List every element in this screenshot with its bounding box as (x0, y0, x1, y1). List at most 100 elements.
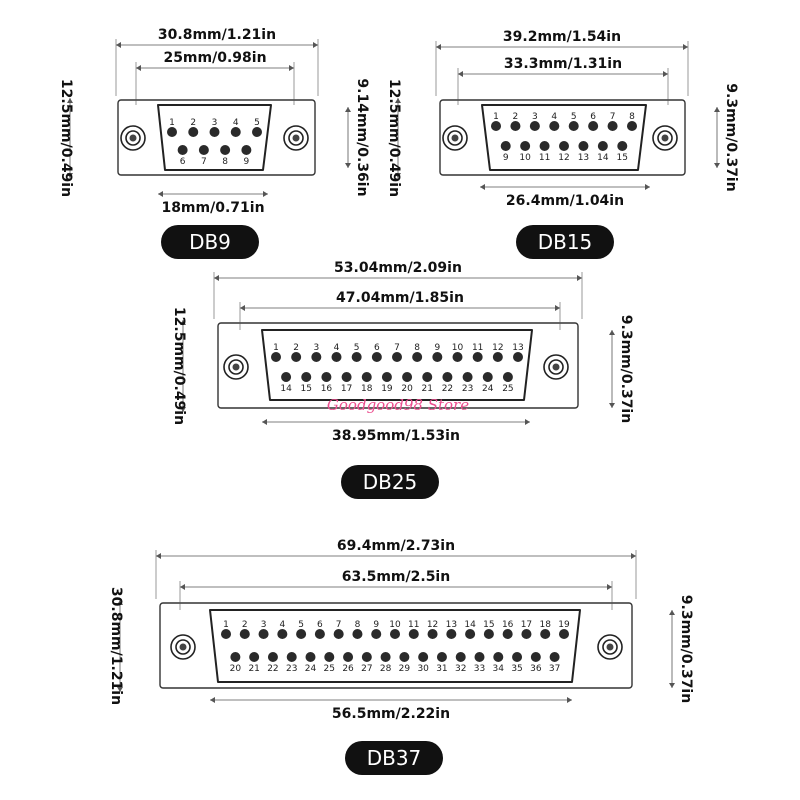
pin-label: 21 (248, 664, 259, 674)
pin (167, 127, 177, 137)
pin (539, 141, 550, 151)
pin (512, 652, 523, 662)
dim-height-right-db37-arrow-bottom (669, 683, 675, 688)
dim-height-right-db15-label: 9.3mm/0.37in (723, 83, 739, 191)
pin-label: 14 (597, 153, 609, 163)
mounting-hole-db9-1 (120, 125, 146, 151)
dim-height-right-db25-arrow-top (609, 330, 615, 335)
pin (462, 372, 473, 382)
pin (267, 652, 278, 662)
dim-shell-db37-label: 63.5mm/2.5in (342, 569, 450, 585)
dim-shell-db9-arrow-right (289, 65, 294, 71)
dim-arrow-right (263, 191, 268, 197)
dim-height-right-db25: 9.3mm/0.37in (609, 315, 634, 423)
dim-height-left-db25-arrow-top (180, 320, 186, 325)
pin-label: 15 (617, 153, 628, 163)
dim-shell-bottom-db37: 56.5mm/2.22in (210, 697, 572, 722)
pin (343, 652, 354, 662)
pin-label: 5 (298, 620, 304, 630)
badge-db15: DB15 (516, 225, 614, 259)
dim-height-right-db9-label: 9.14mm/0.36in (354, 78, 370, 196)
dim-height-left-db15: 12.5mm/0.49in (386, 79, 402, 197)
pin-label: 16 (321, 384, 333, 394)
pin (324, 652, 335, 662)
pin (520, 141, 531, 151)
pin (399, 652, 410, 662)
dim-shell-db9-arrow-left (136, 65, 141, 71)
pin-label: 33 (474, 664, 485, 674)
pin-label: 30 (417, 664, 429, 674)
pin-label: 15 (483, 620, 494, 630)
pin-label: 35 (511, 664, 522, 674)
pin-label: 10 (519, 153, 531, 163)
pin (281, 372, 292, 382)
pin-label: 3 (212, 118, 218, 128)
pin (230, 652, 241, 662)
dim-shell-bottom-label: 26.4mm/1.04in (506, 193, 624, 209)
pin-label: 4 (334, 343, 340, 353)
pin-label: 1 (169, 118, 175, 128)
pin-label: 5 (254, 118, 260, 128)
mounting-hole-db37-1 (170, 634, 196, 660)
pin-label: 4 (551, 112, 557, 122)
pin (452, 352, 463, 362)
pin-label: 13 (512, 343, 523, 353)
dim-height-left-db37: 30.8mm/1.21in (108, 587, 124, 705)
pin (492, 352, 503, 362)
pin-label: 10 (389, 620, 401, 630)
pin-label: 24 (482, 384, 494, 394)
badge-label: DB9 (189, 230, 231, 254)
pin-label: 17 (341, 384, 352, 394)
dim-height-right-db9-arrow-top (345, 107, 351, 112)
pin (436, 652, 447, 662)
pin-label: 15 (301, 384, 312, 394)
dim-height-left-db25-label: 12.5mm/0.49in (171, 307, 187, 425)
pin (361, 652, 372, 662)
dim-overall-db25-arrow-right (577, 275, 582, 281)
pin-label: 3 (313, 343, 319, 353)
pin (198, 145, 209, 155)
pin-label: 2 (242, 620, 248, 630)
dim-overall-db37-label: 69.4mm/2.73in (337, 538, 455, 554)
pin-label: 2 (513, 112, 519, 122)
badge-label: DB25 (363, 470, 418, 494)
shell-db25 (261, 329, 533, 401)
pin-label: 24 (305, 664, 317, 674)
dim-height-left-db9-arrow-top (67, 98, 73, 103)
pin-label: 8 (222, 157, 228, 167)
pin-label: 22 (442, 384, 453, 394)
dim-overall-db15-label: 39.2mm/1.54in (503, 29, 621, 45)
mounting-hole-db25-2 (543, 354, 569, 380)
pin (221, 629, 231, 639)
pin-label: 18 (539, 620, 551, 630)
pin (305, 652, 316, 662)
pin (549, 121, 560, 131)
dim-height-left-db15-arrow-bottom (395, 173, 401, 178)
hole-center (292, 134, 300, 142)
dim-overall-db15-arrow-left (436, 44, 441, 50)
pin (446, 629, 457, 639)
pin (529, 121, 540, 131)
pin-label: 5 (354, 343, 360, 353)
badge-label: DB37 (367, 746, 422, 770)
pin (314, 629, 325, 639)
shell-db9 (157, 104, 272, 171)
pin (502, 372, 513, 382)
pin-label: 7 (336, 620, 342, 630)
dim-height-right-db37: 9.3mm/0.37in (669, 595, 694, 703)
pin (311, 352, 322, 362)
pin (483, 629, 494, 639)
badge-label: DB15 (538, 230, 593, 254)
pin-label: 11 (539, 153, 550, 163)
dim-arrow-right (645, 184, 650, 190)
dim-shell-db25-label: 47.04mm/1.85in (336, 290, 464, 306)
dim-height-left-db15-label: 12.5mm/0.49in (386, 79, 402, 197)
pin (230, 127, 241, 137)
pin (540, 629, 551, 639)
badge-db25: DB25 (341, 465, 439, 499)
dim-height-right-db37-label: 9.3mm/0.37in (678, 595, 694, 703)
pin (301, 372, 312, 382)
dim-height-right-db25-label: 9.3mm/0.37in (618, 315, 634, 423)
